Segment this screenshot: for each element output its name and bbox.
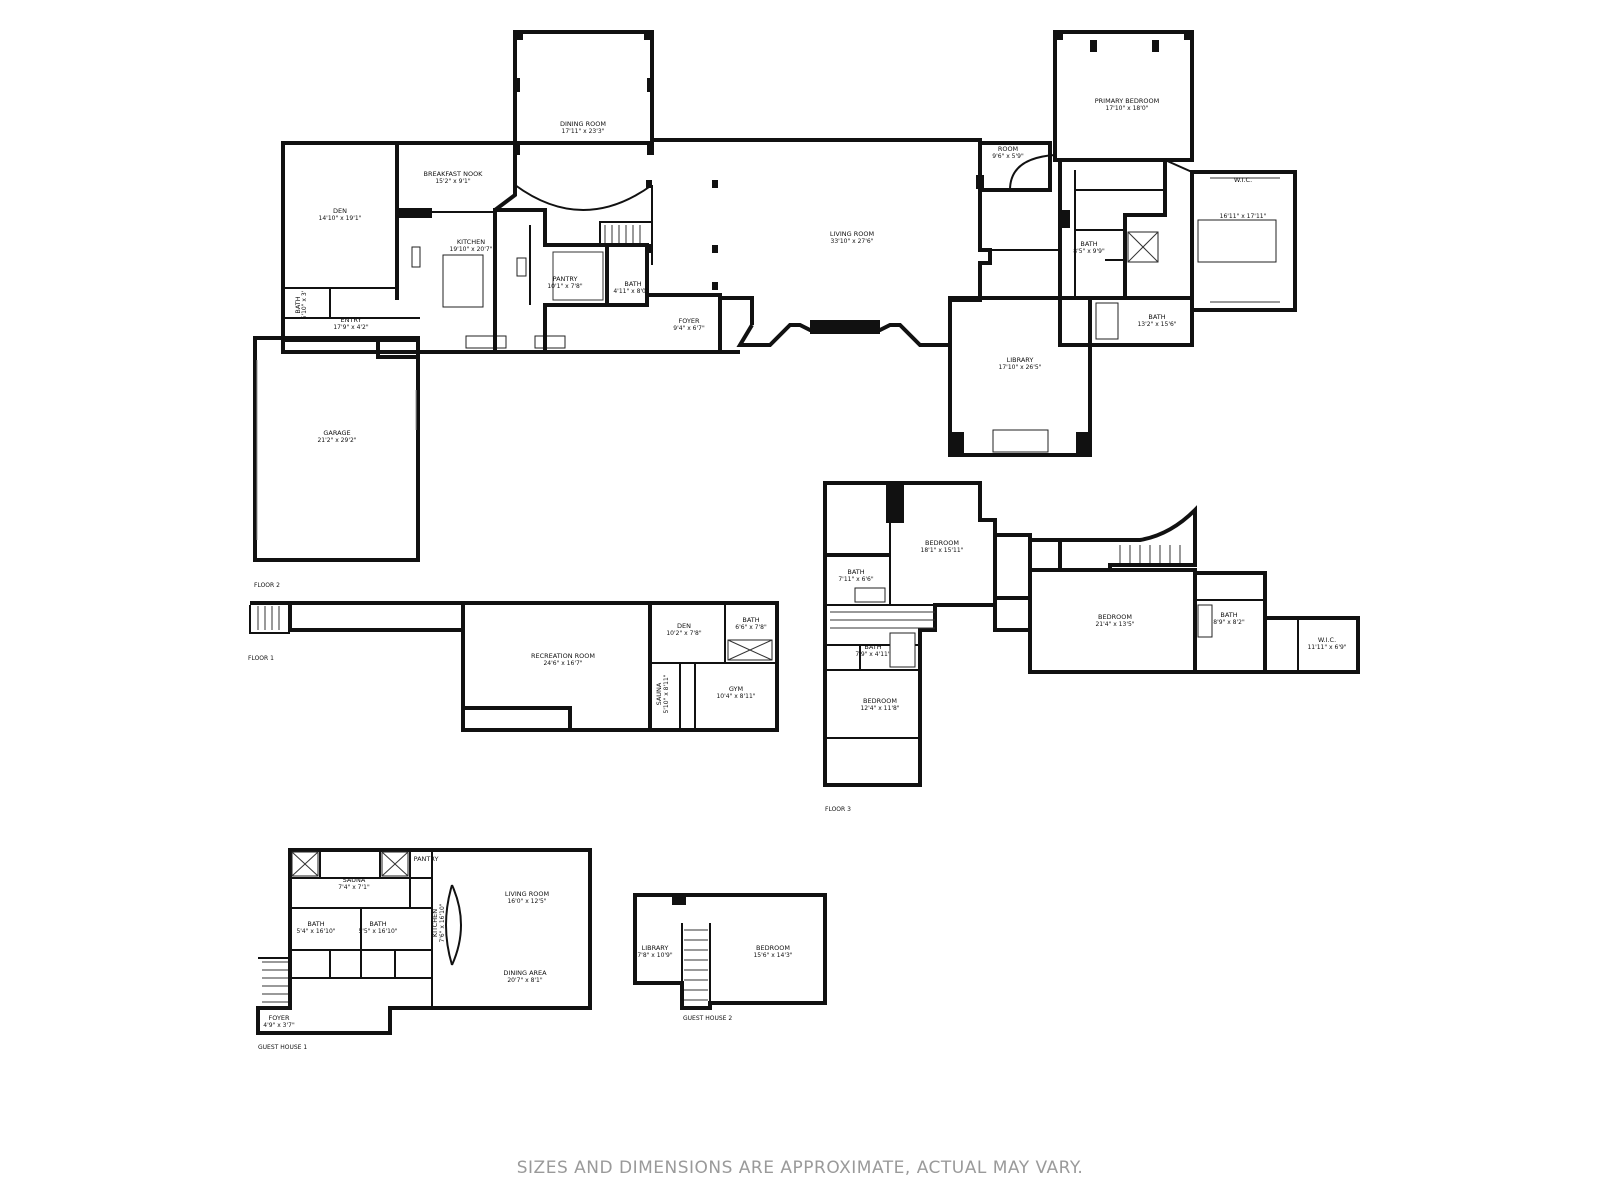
room-gym-dim: 10'4" x 8'11" bbox=[716, 693, 755, 700]
room-primary-bedroom-dim: 17'10" x 18'0" bbox=[1106, 105, 1149, 112]
room-dining-area-g1-name: DINING AREA bbox=[503, 969, 547, 977]
room-kitchen-dim: 19'10" x 20'7" bbox=[450, 246, 493, 253]
room-bath-f3-c-dim: 8'9" x 8'2" bbox=[1213, 619, 1245, 626]
room-living-room-f2-dim: 33'10" x 27'6" bbox=[831, 238, 874, 245]
room-gym-name: GYM bbox=[729, 685, 743, 693]
room-bath-f3-b-dim: 7'9" x 4'11" bbox=[855, 651, 891, 658]
guest-house-2-label: GUEST HOUSE 2 bbox=[683, 1015, 732, 1022]
room-bedroom-f3-b-name: BEDROOM bbox=[863, 697, 897, 705]
room-library-g2-dim: 7'8" x 10'9" bbox=[637, 952, 673, 959]
room-bath-f1-dim: 6'6" x 7'8" bbox=[735, 624, 767, 631]
room-pantry-f2-dim: 10'1" x 7'8" bbox=[547, 283, 583, 290]
room-entry-dim: 17'9" x 4'2" bbox=[333, 324, 369, 331]
room-primary-bedroom-name: PRIMARY BEDROOM bbox=[1095, 97, 1159, 105]
floor-3-plan bbox=[823, 481, 1360, 787]
guest-house-2-plan bbox=[633, 893, 827, 1010]
room-recreation-room-name: RECREATION ROOM bbox=[531, 652, 595, 660]
disclaimer-text: SIZES AND DIMENSIONS ARE APPROXIMATE, AC… bbox=[516, 1158, 1084, 1178]
room-pantry-f2-name: PANTRY bbox=[553, 275, 578, 283]
room-bath-g1-b-dim: 5'5" x 16'10" bbox=[358, 928, 397, 935]
guest-house-1-label: GUEST HOUSE 1 bbox=[258, 1044, 307, 1051]
room-bath-primary-b-name: BATH bbox=[1148, 313, 1165, 321]
room-foyer-g1-name: FOYER bbox=[268, 1014, 290, 1022]
room-library-f2-name: LIBRARY bbox=[1007, 356, 1034, 364]
room-breakfast-nook-dim: 15'2" x 9'1" bbox=[435, 178, 471, 185]
room-dining-area-g1-dim: 20'7" x 8'1" bbox=[507, 977, 543, 984]
room-bedroom-f3-a-name: BEDROOM bbox=[925, 539, 959, 547]
guest-house-1-plan bbox=[256, 848, 592, 1035]
room-sauna-g1-name: SAUNA bbox=[343, 876, 366, 884]
room-wic-f3-name: W.I.C. bbox=[1318, 636, 1336, 644]
room-dining-room-dim: 17'11" x 23'3" bbox=[562, 128, 605, 135]
room-den-f2-dim: 14'10" x 19'1" bbox=[319, 215, 362, 222]
room-living-room-g1-dim: 16'0" x 12'5" bbox=[507, 898, 546, 905]
room-bath-f3-a-name: BATH bbox=[847, 568, 864, 576]
room-foyer-f2-name: FOYER bbox=[678, 317, 700, 325]
room-pantry-g1-name: PANTRY bbox=[414, 855, 439, 863]
room-garage-dim: 21'2" x 29'2" bbox=[317, 437, 356, 444]
room-den-f2-name: DEN bbox=[333, 207, 347, 215]
floor-3-label: FLOOR 3 bbox=[825, 806, 851, 813]
floor-1-label: FLOOR 1 bbox=[248, 655, 274, 662]
room-bath-entry-dim: 5'10" x 3' bbox=[301, 290, 308, 319]
room-foyer-g1-dim: 4'9" x 3'7" bbox=[263, 1022, 295, 1029]
room-sauna-f1-dim: 5'10" x 8'11" bbox=[663, 674, 670, 713]
room-small-room-name: ROOM bbox=[998, 145, 1018, 153]
room-foyer-f2-dim: 9'4" x 6'7" bbox=[673, 325, 705, 332]
room-library-g2-name: LIBRARY bbox=[642, 944, 669, 952]
room-sauna-f1-name: SAUNA bbox=[655, 682, 663, 705]
room-bath-g1-a-dim: 5'4" x 16'10" bbox=[296, 928, 335, 935]
room-den-f1-name: DEN bbox=[677, 622, 691, 630]
room-bedroom-f3-c-name: BEDROOM bbox=[1098, 613, 1132, 621]
room-living-room-g1-name: LIVING ROOM bbox=[505, 890, 549, 898]
room-bath-small-f2-dim: 4'11" x 8'0" bbox=[613, 288, 649, 295]
room-sauna-g1-dim: 7'4" x 7'1" bbox=[338, 884, 370, 891]
room-labels: DINING ROOM 17'11" x 23'3" BREAKFAST NOO… bbox=[263, 97, 1347, 1029]
room-wic-f2-name: W.I.C. bbox=[1234, 176, 1252, 184]
room-recreation-room-dim: 24'6" x 16'7" bbox=[543, 660, 582, 667]
room-bedroom-g2-dim: 15'6" x 14'3" bbox=[753, 952, 792, 959]
room-wic-f2-dim: 16'11" x 17'11" bbox=[1220, 213, 1267, 220]
room-entry-name: ENTRY bbox=[340, 316, 361, 324]
room-bedroom-g2-name: BEDROOM bbox=[756, 944, 790, 952]
room-library-f2-dim: 17'10" x 26'5" bbox=[999, 364, 1042, 371]
room-dining-room-name: DINING ROOM bbox=[560, 120, 606, 128]
room-bath-f3-c-name: BATH bbox=[1220, 611, 1237, 619]
floor-2-label: FLOOR 2 bbox=[254, 582, 280, 589]
room-bath-f1-name: BATH bbox=[742, 616, 759, 624]
room-bath-g1-b-name: BATH bbox=[369, 920, 386, 928]
room-bath-f3-a-dim: 7'11" x 6'6" bbox=[838, 576, 874, 583]
room-bath-entry-name: BATH bbox=[294, 296, 302, 313]
room-bath-primary-b-dim: 13'2" x 15'6" bbox=[1137, 321, 1176, 328]
room-bath-primary-a-name: BATH bbox=[1080, 240, 1097, 248]
room-bath-primary-a-dim: 8'5" x 9'9" bbox=[1073, 248, 1105, 255]
room-living-room-f2-name: LIVING ROOM bbox=[830, 230, 874, 238]
room-bedroom-f3-b-dim: 12'4" x 11'8" bbox=[860, 705, 899, 712]
floor-2-plan bbox=[253, 30, 1297, 562]
room-wic-f3-dim: 11'11" x 6'9" bbox=[1307, 644, 1346, 651]
floor-labels: FLOOR 2 FLOOR 1 FLOOR 3 GUEST HOUSE 1 GU… bbox=[248, 582, 851, 1051]
room-kitchen-name: KITCHEN bbox=[457, 238, 485, 246]
room-breakfast-nook-name: BREAKFAST NOOK bbox=[424, 170, 484, 178]
room-garage-name: GARAGE bbox=[323, 429, 350, 437]
room-small-room-dim: 9'6" x 5'9" bbox=[992, 153, 1024, 160]
room-bath-f3-b-name: BATH bbox=[864, 643, 881, 651]
room-kitchen-g1-name: KITCHEN bbox=[431, 909, 439, 937]
room-bedroom-f3-a-dim: 18'1" x 15'11" bbox=[921, 547, 964, 554]
room-kitchen-g1-dim: 7'6" x 16'10" bbox=[439, 903, 446, 942]
room-den-f1-dim: 10'2" x 7'8" bbox=[666, 630, 702, 637]
room-bedroom-f3-c-dim: 21'4" x 13'5" bbox=[1095, 621, 1134, 628]
room-bath-small-f2-name: BATH bbox=[624, 280, 641, 288]
floor-1-plan bbox=[249, 601, 779, 732]
room-bath-g1-a-name: BATH bbox=[307, 920, 324, 928]
